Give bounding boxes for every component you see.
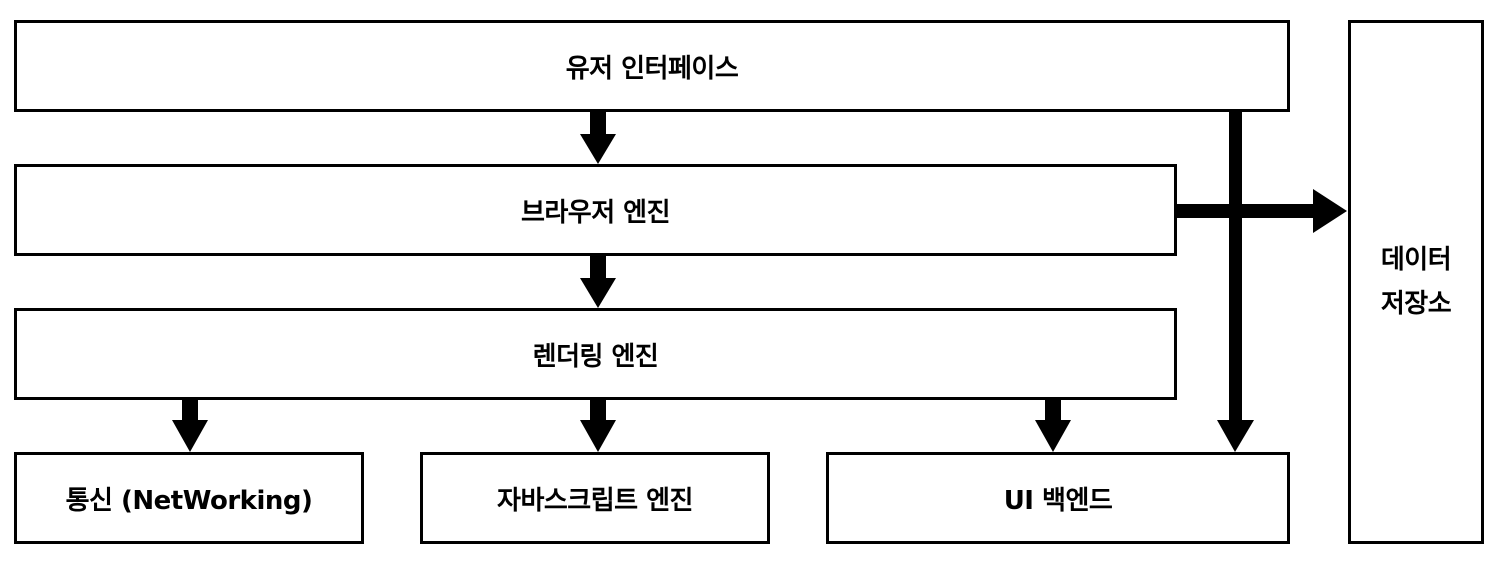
data-storage-label-line2: 저장소 [1380,289,1452,319]
arrow-rendering-to-javascript-engine [580,400,616,452]
browser-engine-box: 브라우저 엔진 [14,164,1177,256]
user-interface-box: 유저 인터페이스 [14,20,1290,112]
javascript-engine-label: 자바스크립트 엔진 [497,485,693,516]
arrow-ui-to-ui-backend [1217,112,1254,452]
user-interface-label: 유저 인터페이스 [565,53,739,84]
ui-backend-box: UI 백엔드 [826,452,1290,544]
data-storage-box: 데이터 저장소 [1348,20,1484,544]
networking-box: 통신 (NetWorking) [14,452,364,544]
networking-label: 통신 (NetWorking) [65,485,313,516]
rendering-engine-label: 렌더링 엔진 [532,341,659,372]
ui-backend-label: UI 백엔드 [1003,485,1113,516]
rendering-engine-box: 렌더링 엔진 [14,308,1177,400]
data-storage-label-line1: 데이터 [1380,245,1452,275]
arrow-ui-to-browser-engine [580,112,616,164]
javascript-engine-box: 자바스크립트 엔진 [420,452,770,544]
arrow-browser-to-data-storage [1177,189,1347,233]
arrow-rendering-to-networking [172,400,208,452]
browser-engine-label: 브라우저 엔진 [520,197,671,228]
arrow-rendering-to-ui-backend [1035,400,1071,452]
arrow-browser-to-rendering-engine [580,256,616,308]
